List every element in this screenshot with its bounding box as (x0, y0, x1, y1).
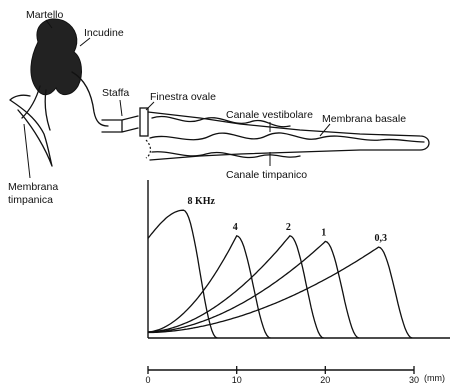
response-curve (148, 210, 217, 338)
round-window-shape (146, 140, 151, 158)
membrana-timpanica-label-2: timpanica (8, 194, 53, 206)
scale-ticks: 0 10 20 30 (145, 366, 419, 385)
response-curve (148, 236, 324, 338)
middle-ear-drawing (10, 19, 151, 166)
staffa-shape (102, 116, 138, 132)
scale-unit-label: (mm) (424, 373, 445, 383)
finestra-ovale-label: Finestra ovale (150, 91, 216, 103)
mm-scale: 0 10 20 30 (mm) (145, 366, 445, 385)
incudine-label: Incudine (84, 27, 124, 39)
martello-shape (31, 19, 82, 95)
curve-label: 8 KHz (188, 196, 216, 207)
curve-label: 1 (321, 227, 326, 238)
scale-tick-label: 0 (145, 375, 150, 385)
curve-label: 0,3 (375, 233, 388, 244)
canale-vestibolare-label: Canale vestibolare (226, 109, 313, 121)
staffa-label: Staffa (102, 87, 129, 99)
curve-label: 4 (233, 222, 238, 233)
scale-tick-label: 10 (232, 375, 242, 385)
response-curve (148, 247, 412, 338)
finestra-ovale-shape (140, 108, 148, 136)
martello-label: Martello (26, 9, 64, 21)
curve-labels: 8 KHz 4 2 1 0,3 (188, 196, 388, 244)
curve-label: 2 (286, 222, 291, 233)
response-curves (148, 210, 412, 338)
membrana-basale-label: Membrana basale (322, 113, 406, 125)
frequency-plot: 8 KHz 4 2 1 0,3 (148, 180, 450, 338)
scale-tick-label: 30 (409, 375, 419, 385)
canale-timpanico-label: Canale timpanico (226, 169, 307, 181)
martello-handle (22, 86, 50, 130)
scale-tick-label: 20 (320, 375, 330, 385)
membrana-timpanica-label-1: Membrana (8, 181, 58, 193)
